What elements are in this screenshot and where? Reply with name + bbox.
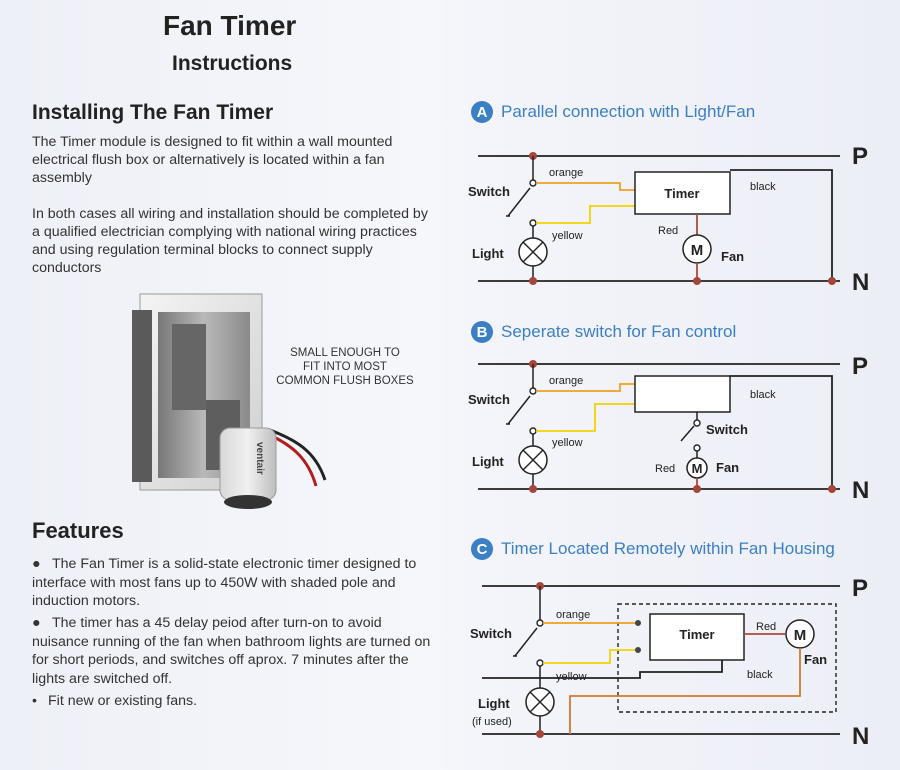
yellow-label: yellow	[552, 437, 583, 449]
light-label: Light	[472, 454, 504, 469]
timer-label: Timer	[664, 186, 699, 201]
installing-paragraph-2: In both cases all wiring and installatio…	[32, 206, 428, 276]
yellow-label: yellow	[552, 230, 583, 242]
label-p: P	[852, 143, 868, 170]
black-label: black	[747, 669, 773, 681]
light-label: Light	[472, 246, 504, 261]
diagram-c: P N Timer M Switch Light (if used) orang…	[470, 575, 869, 748]
switch-label: Switch	[470, 626, 512, 641]
motor-label: M	[691, 242, 704, 259]
caption-line-1: SMALL ENOUGH TO	[290, 347, 400, 359]
bullet-icon: ●	[32, 556, 41, 572]
product-caption: SMALL ENOUGH TO FIT INTO MOST COMMON FLU…	[265, 346, 425, 388]
diagram-c-title-text: Timer Located Remotely within Fan Housin…	[501, 539, 835, 558]
black-label: black	[750, 389, 776, 401]
orange-label: orange	[549, 375, 583, 387]
orange-label: orange	[556, 609, 590, 621]
diagram-b-title: B Seperate switch for Fan control	[471, 321, 736, 343]
timer-label: Timer	[679, 627, 714, 642]
page-subtitle: Instructions	[172, 52, 293, 75]
caption-line-3: COMMON FLUSH BOXES	[276, 375, 414, 387]
badge-a: A	[471, 101, 493, 123]
switch-label: Switch	[468, 392, 510, 407]
installing-paragraph-1: The Timer module is designed to fit with…	[32, 134, 393, 186]
yellow-label: yellow	[556, 671, 587, 683]
features-heading: Features	[32, 518, 124, 543]
label-n: N	[852, 723, 869, 748]
label-p: P	[852, 353, 868, 380]
orange-label: orange	[549, 167, 583, 179]
brand-logo: ventair	[254, 442, 265, 475]
feature-item: ●The timer has a 45 delay peiod after tu…	[32, 615, 431, 687]
light-label: Light	[478, 696, 510, 711]
black-label: black	[750, 181, 776, 193]
caption-line-2: FIT INTO MOST	[303, 361, 387, 373]
badge-b: B	[471, 321, 493, 343]
badge-c: C	[471, 538, 493, 560]
diagram-a: P N Timer M Switch Light orange yellow b…	[468, 143, 869, 296]
red-label: Red	[756, 621, 776, 633]
feature-item: ●The Fan Timer is a solid-state electron…	[32, 556, 417, 609]
diagram-c-title: C Timer Located Remotely within Fan Hous…	[471, 538, 835, 560]
feature-item: •Fit new or existing fans.	[32, 693, 198, 709]
label-p: P	[852, 575, 868, 602]
timer-product-image: ventair	[132, 293, 327, 509]
switch-label: Switch	[468, 184, 510, 199]
fan-label: Fan	[804, 652, 827, 667]
label-n: N	[852, 269, 869, 296]
if-used-label: (if used)	[472, 716, 512, 728]
diagram-b-title-text: Seperate switch for Fan control	[501, 322, 737, 341]
diagram-a-title-text: Parallel connection with Light/Fan	[501, 102, 756, 121]
bullet-icon: •	[32, 693, 37, 709]
page-title: Fan Timer	[163, 10, 297, 41]
bullet-icon: ●	[32, 615, 41, 631]
label-n: N	[852, 477, 869, 504]
motor-label: M	[692, 461, 703, 476]
red-label: Red	[655, 463, 675, 475]
fan-label: Fan	[716, 460, 739, 475]
diagram-b: P N M Switch Light orange yellow black S…	[468, 353, 869, 504]
red-label: Red	[658, 225, 678, 237]
motor-label: M	[794, 627, 807, 644]
fan-switch-label: Switch	[706, 422, 748, 437]
fan-label: Fan	[721, 249, 744, 264]
diagram-a-title: A Parallel connection with Light/Fan	[471, 101, 755, 123]
installing-heading: Installing The Fan Timer	[32, 101, 274, 124]
